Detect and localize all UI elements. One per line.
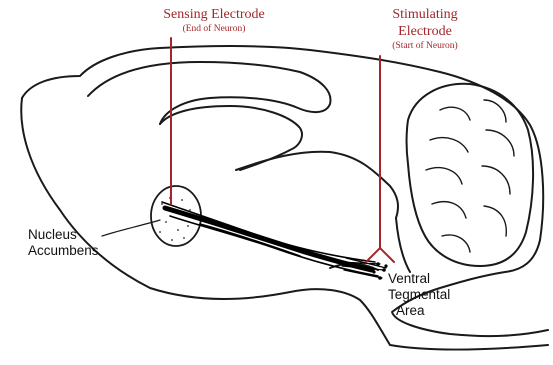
- vta-label: Ventral Tegmental Area: [388, 271, 450, 319]
- stimulating-electrode-label: Stimulating Electrode (Start of Neuron): [376, 6, 474, 52]
- nucleus-accumbens-label: Nucleus Accumbens: [28, 227, 99, 259]
- stimulating-electrode-subtitle: (Start of Neuron): [376, 40, 474, 52]
- vta-line2: Tegmental: [388, 287, 450, 303]
- corpus-callosum: [160, 106, 302, 170]
- vta-line1: Ventral: [388, 271, 450, 287]
- nucleus-accumbens-line2: Accumbens: [28, 243, 99, 259]
- stimulating-electrode-title-1: Stimulating: [376, 6, 474, 23]
- vta-line3: Area: [388, 303, 450, 319]
- brainstem-line: [396, 218, 410, 272]
- na-leader-line: [102, 220, 160, 236]
- cerebellum-folia: [426, 100, 514, 252]
- cortex-arch: [88, 62, 330, 124]
- stimulating-electrode-tip: [366, 248, 394, 262]
- brain-base-outline: [21, 98, 548, 350]
- sensing-electrode-label: Sensing Electrode (End of Neuron): [140, 6, 288, 35]
- nucleus-accumbens-line1: Nucleus: [28, 227, 99, 243]
- cerebellum-outline: [407, 84, 534, 266]
- sensing-electrode-subtitle: (End of Neuron): [140, 23, 288, 35]
- sensing-electrode-title: Sensing Electrode: [140, 6, 288, 23]
- stimulating-electrode-title-2: Electrode: [376, 23, 474, 40]
- midbrain-contour: [236, 152, 398, 218]
